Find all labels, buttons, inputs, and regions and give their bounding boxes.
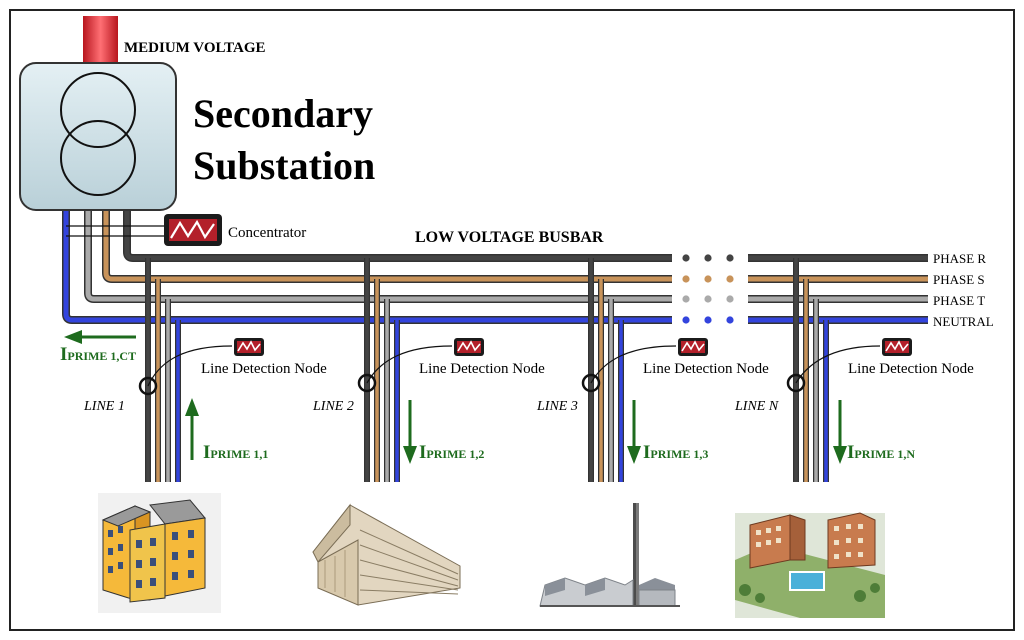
current-main-n: I (847, 442, 854, 463)
concentrator-device (164, 214, 222, 246)
busbar-neutral (63, 200, 672, 323)
current-label-1: IPRIME 1,1 (203, 442, 268, 463)
factory-image (539, 503, 680, 607)
current-sub-3: PRIME 1,3 (650, 447, 708, 461)
current-label-3: IPRIME 1,3 (643, 442, 708, 463)
feeder-line-3: Line Detection Node LINE 3 IPRIME 1,3 (536, 337, 769, 464)
current-arrow-head-2 (403, 446, 417, 464)
current-sub-1: PRIME 1,1 (210, 447, 268, 461)
current-arrow-head-1 (185, 398, 199, 416)
residential-building-image (98, 493, 221, 613)
current-sub-n: PRIME 1,N (854, 447, 915, 461)
current-label-2: IPRIME 1,2 (419, 442, 484, 463)
residential-complex-image (735, 512, 885, 618)
current-ct-label: IPRIME 1,CT (60, 344, 136, 365)
line-detection-node-label-1: Line Detection Node (201, 361, 327, 377)
line-detection-node-icon-2 (453, 337, 485, 357)
phase-label-t: PHASE T (933, 293, 985, 308)
current-label-n: IPRIME 1,N (847, 442, 915, 463)
transformer-primary-coil (60, 72, 136, 148)
medium-voltage-label: MEDIUM VOLTAGE (124, 40, 266, 56)
line-detection-node-label-2: Line Detection Node (419, 361, 545, 377)
substation-title-line1: Secondary (193, 91, 373, 136)
current-sensor-3 (581, 373, 601, 393)
phase-label-neutral: NEUTRAL (933, 314, 994, 329)
busbar-r (124, 200, 672, 261)
line-detection-node-label-3: Line Detection Node (643, 361, 769, 377)
current-arrow-head-3 (627, 446, 641, 464)
line-name-n: LINE N (734, 399, 779, 414)
line-name-2: LINE 2 (312, 399, 354, 414)
concentrator-label: Concentrator (228, 225, 306, 241)
current-sensor-n (786, 373, 806, 393)
current-arrow-head-n (833, 446, 847, 464)
line-detection-node-icon-1 (233, 337, 265, 357)
current-ct-main: I (60, 344, 67, 365)
phase-label-r: PHASE R (933, 251, 986, 266)
feeder-line-2: Line Detection Node LINE 2 IPRIME 1,2 (312, 337, 545, 464)
pool (789, 571, 825, 591)
busbar-t (85, 200, 672, 302)
current-sub-2: PRIME 1,2 (426, 447, 484, 461)
busbar-label: LOW VOLTAGE BUSBAR (415, 229, 604, 246)
current-main-3: I (643, 442, 650, 463)
diagram-frame (9, 9, 1015, 631)
line-detection-node-label-n: Line Detection Node (848, 361, 974, 377)
current-main-2: I (419, 442, 426, 463)
feeder-line-1: Line Detection Node LINE 1 IPRIME 1,1 (83, 337, 327, 463)
line-detection-node-icon-3 (677, 337, 709, 357)
current-sensor-2 (357, 373, 377, 393)
phase-label-s: PHASE S (933, 272, 985, 287)
busbar-wires (62, 200, 928, 482)
line-name-3: LINE 3 (536, 399, 578, 414)
medium-voltage-feed (83, 16, 118, 64)
line-detection-node-icon-n (881, 337, 913, 357)
current-main-1: I (203, 442, 210, 463)
transformer (19, 62, 177, 211)
office-building-image (312, 503, 461, 606)
busbar-s (103, 200, 672, 282)
current-sensor-1 (138, 376, 158, 396)
transformer-secondary-coil (60, 120, 136, 196)
feeder-line-n: Line Detection Node LINE N IPRIME 1,N (734, 337, 974, 464)
substation-title-line2: Substation (193, 143, 375, 188)
busbar-continuation-dots (682, 254, 734, 324)
current-ct-arrow (64, 330, 136, 344)
line-name-1: LINE 1 (83, 399, 125, 414)
current-ct-sub: PRIME 1,CT (67, 349, 136, 363)
